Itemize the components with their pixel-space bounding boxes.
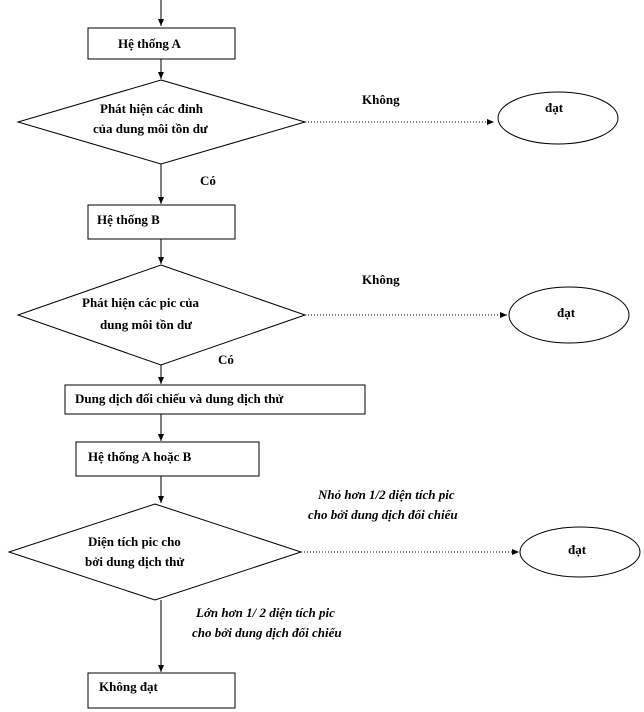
result-2-ellipse bbox=[508, 286, 630, 344]
box-system-b-label: Hệ thống B bbox=[97, 212, 160, 227]
decision-3 bbox=[7, 503, 303, 601]
decision-2-line-1: Phát hiện các pic của bbox=[82, 295, 199, 310]
box-solutions-label: Dung dịch đối chiếu và dung dịch thử bbox=[75, 391, 283, 406]
decision-3-line-1: Diện tích pic cho bbox=[88, 534, 181, 549]
box-solutions bbox=[64, 384, 366, 415]
result-2-label: đạt bbox=[557, 305, 576, 320]
branch-3-less-line-1: Nhỏ hơn 1/2 diện tích pic bbox=[317, 487, 455, 502]
branch-3-less-line-2: cho bởi dung dịch đối chiếu bbox=[308, 507, 458, 522]
branch-2-no-label: Không bbox=[362, 272, 400, 287]
box-fail-label: Không đạt bbox=[99, 679, 159, 694]
box-fail bbox=[87, 672, 236, 709]
branch-2-yes-label: Có bbox=[218, 352, 234, 367]
decision-2-line-2: dung môi tồn dư bbox=[100, 317, 192, 332]
result-3-label: đạt bbox=[568, 542, 587, 557]
result-1-label: đạt bbox=[545, 100, 564, 115]
branch-1-no-label: Không bbox=[362, 92, 400, 107]
box-system-a-or-b-label: Hệ thống A hoặc B bbox=[88, 449, 192, 464]
result-1-ellipse bbox=[497, 91, 619, 145]
decision-2 bbox=[16, 264, 307, 366]
box-system-a-or-b bbox=[75, 441, 260, 477]
box-system-a-label: Hệ thống A bbox=[118, 36, 181, 51]
decision-3-line-2: bởi dung dịch thử bbox=[85, 554, 184, 569]
branch-3-greater-line-2: cho bởi dung dịch đối chiếu bbox=[192, 625, 342, 640]
decision-1-line-1: Phát hiện các đỉnh bbox=[100, 101, 204, 116]
branch-3-greater-line-1: Lớn hơn 1/ 2 diện tích pic bbox=[195, 605, 335, 620]
decision-1-line-2: của dung môi tồn dư bbox=[93, 121, 208, 136]
branch-1-yes-label: Có bbox=[200, 173, 216, 188]
result-3-ellipse bbox=[519, 526, 641, 578]
